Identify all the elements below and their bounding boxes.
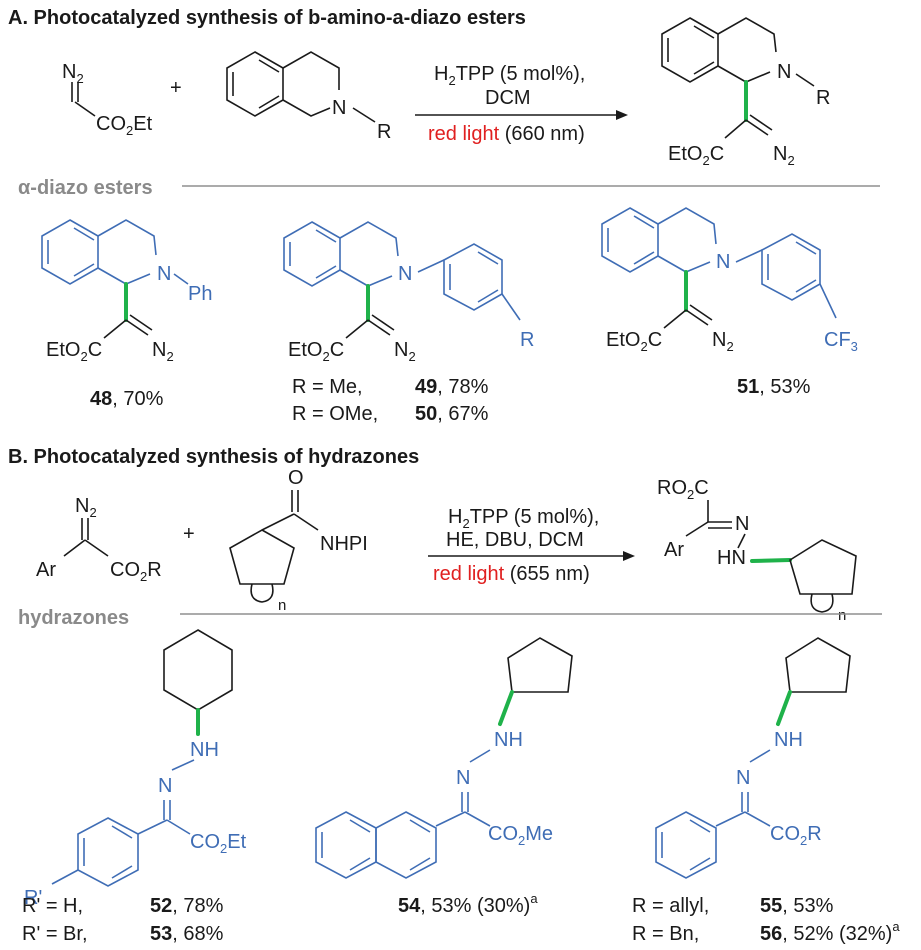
svg-text:N: N [736, 767, 750, 789]
svg-text:N: N [158, 775, 172, 797]
svg-text:49, 78%: 49, 78% [415, 376, 489, 398]
svg-text:EtO2C: EtO2C [606, 329, 662, 354]
section-b-title: B. Photocatalyzed synthesis of hydrazone… [8, 446, 419, 468]
svg-text:N2: N2 [712, 329, 734, 354]
svg-text:Ar: Ar [664, 539, 684, 561]
svg-text:N: N [332, 97, 346, 119]
svg-text:CO2Me: CO2Me [488, 823, 553, 848]
svg-text:HE, DBU, DCM: HE, DBU, DCM [446, 529, 584, 551]
svg-text:50, 67%: 50, 67% [415, 403, 489, 425]
svg-text:R = allyl,: R = allyl, [632, 895, 709, 917]
section-a-title: A. Photocatalyzed synthesis of b-amino-a… [8, 7, 526, 29]
svg-text:N2: N2 [75, 495, 97, 520]
svg-text:Ph: Ph [188, 283, 212, 305]
svg-text:red light (655 nm): red light (655 nm) [433, 563, 590, 585]
svg-text:HN: HN [717, 547, 746, 569]
svg-text:DCM: DCM [485, 87, 531, 109]
conditions-b: H2TPP (5 mol%), HE, DBU, DCM red light (… [428, 506, 635, 585]
svg-text:N: N [716, 251, 730, 273]
svg-text:N: N [157, 263, 171, 285]
svg-text:N: N [398, 263, 412, 285]
product-b: RO2C N Ar HN n [657, 477, 857, 624]
svg-text:R' = H,: R' = H, [22, 895, 83, 917]
svg-text:RO2C: RO2C [657, 477, 709, 502]
plus-sign-a: + [170, 77, 182, 99]
svg-text:Ar: Ar [36, 559, 56, 581]
svg-text:51, 53%: 51, 53% [737, 376, 811, 398]
svg-text:O: O [288, 467, 304, 489]
category-hydrazones: hydrazones [18, 607, 129, 629]
svg-text:N2: N2 [394, 339, 416, 364]
conditions-a: H2TPP (5 mol%), DCM red light (660 nm) [415, 63, 628, 145]
svg-text:NH: NH [190, 739, 219, 761]
reagent-nhpi-ester: O NHPI n [229, 467, 368, 614]
compound-48: N Ph EtO2C N2 48, 70% [41, 219, 212, 410]
svg-text:N2: N2 [152, 339, 174, 364]
svg-text:54, 53% (30%)a: 54, 53% (30%)a [398, 891, 538, 917]
compound-49-50: N R EtO2C N2 R = Me, 49, 78% R = OMe, 50… [283, 221, 534, 425]
svg-text:R = OMe,: R = OMe, [292, 403, 378, 425]
compound-55-56: NH N CO2R R = allyl, 55, 53% R = Bn, 56,… [632, 637, 900, 945]
svg-text:NHPI: NHPI [320, 533, 368, 555]
svg-text:CO2Et: CO2Et [190, 831, 247, 856]
svg-text:EtO2C: EtO2C [46, 339, 102, 364]
svg-text:CF3: CF3 [824, 329, 858, 354]
svg-text:H2TPP (5 mol%),: H2TPP (5 mol%), [434, 63, 585, 88]
category-diazo-esters: α-diazo esters [18, 177, 153, 199]
svg-text:CO2R: CO2R [770, 823, 822, 848]
svg-text:53, 68%: 53, 68% [150, 923, 224, 945]
compound-52-53: NH N CO2Et R' R' = H, 52, 78% R' = Br, 5… [22, 629, 247, 945]
svg-text:H2TPP (5 mol%),: H2TPP (5 mol%), [448, 506, 599, 531]
svg-text:N: N [456, 767, 470, 789]
svg-text:N2: N2 [773, 143, 795, 168]
svg-text:56, 52% (32%)a: 56, 52% (32%)a [760, 919, 900, 945]
svg-text:CO2Et: CO2Et [96, 113, 153, 138]
svg-text:n: n [278, 597, 286, 614]
svg-text:N: N [777, 61, 791, 83]
svg-text:R': R' [24, 887, 42, 909]
svg-text:48, 70%: 48, 70% [90, 388, 164, 410]
compound-54: NH N CO2Me 54, 53% (30%)a [315, 637, 573, 917]
svg-text:EtO2C: EtO2C [668, 143, 724, 168]
product-a: N R EtO2C N2 [661, 17, 830, 168]
compound-51: N CF3 EtO2C N2 51, 53% [601, 207, 858, 398]
svg-text:R: R [816, 87, 830, 109]
svg-text:R = Bn,: R = Bn, [632, 923, 699, 945]
svg-text:NH: NH [774, 729, 803, 751]
reagent-tetrahydroisoquinoline: N R [226, 51, 391, 143]
svg-text:N2: N2 [62, 61, 84, 86]
svg-text:red light (660 nm): red light (660 nm) [428, 123, 585, 145]
svg-text:R' = Br,: R' = Br, [22, 923, 88, 945]
svg-text:NH: NH [494, 729, 523, 751]
svg-text:55, 53%: 55, 53% [760, 895, 834, 917]
svg-text:CO2R: CO2R [110, 559, 162, 584]
svg-text:N: N [735, 513, 749, 535]
svg-text:R: R [377, 121, 391, 143]
svg-text:52, 78%: 52, 78% [150, 895, 224, 917]
svg-text:R = Me,: R = Me, [292, 376, 363, 398]
svg-text:EtO2C: EtO2C [288, 339, 344, 364]
svg-text:n: n [838, 607, 846, 624]
reagent-diazoacetate: N2 CO2Et [62, 61, 153, 138]
reagent-aryl-diazoester: N2 Ar CO2R [36, 495, 162, 584]
plus-sign-b: + [183, 523, 195, 545]
svg-text:R: R [520, 329, 534, 351]
